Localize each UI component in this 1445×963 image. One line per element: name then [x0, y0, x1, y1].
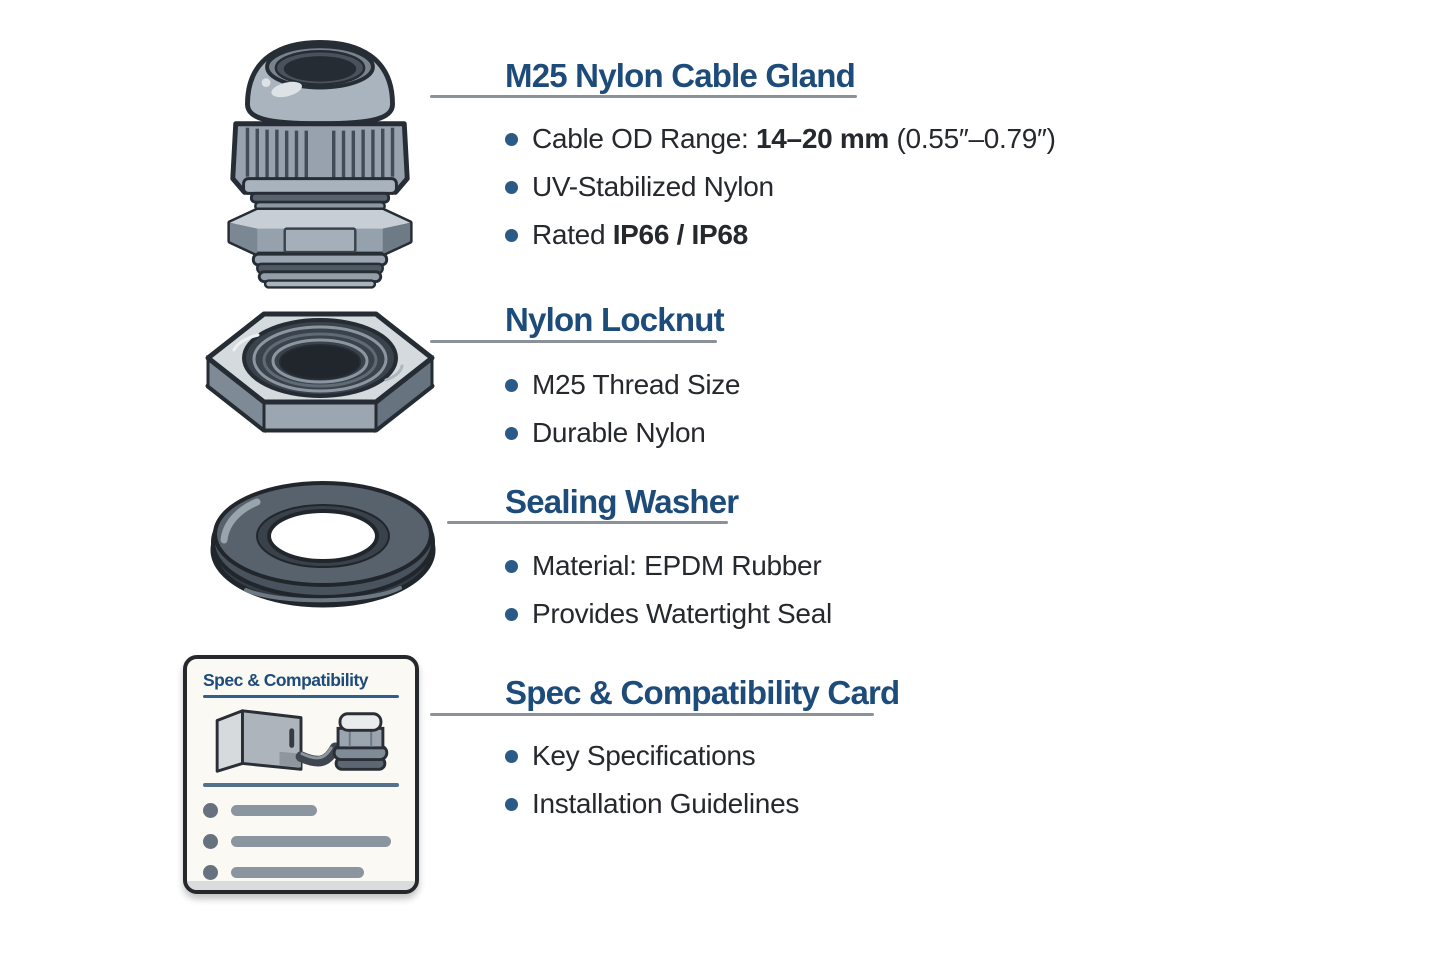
bullet-item: Installation Guidelines: [505, 780, 799, 828]
bullet-item: M25 Thread Size: [505, 361, 741, 409]
bullet-dot: [505, 797, 518, 811]
bullet-dot: [505, 607, 518, 621]
spec-card-mini-illustration: [215, 709, 389, 773]
placeholder-text-bar: [231, 836, 391, 847]
bullet-item: Rated IP66 / IP68: [505, 211, 1056, 259]
enclosure-box-icon: [215, 709, 303, 773]
bullet-list-cable-gland: Cable OD Range: 14–20 mm (0.55″–0.79″) U…: [505, 115, 1056, 259]
spec-card-divider: [203, 783, 399, 787]
bullet-text: Installation Guidelines: [532, 788, 800, 819]
bullet-text: UV-Stabilized Nylon: [532, 171, 774, 202]
leader-line-sealing-washer: [447, 521, 728, 524]
cable-gland-illustration: [227, 39, 413, 289]
bullet-text: Provides Watertight Seal: [532, 598, 832, 629]
placeholder-text-bar: [231, 867, 364, 878]
bullet-dot: [505, 749, 518, 763]
spec-card-placeholder-row: [203, 834, 399, 849]
spec-card-bottom-shading: [187, 881, 415, 890]
spec-card-placeholder-row: [203, 865, 399, 880]
bullet-text: Material: EPDM Rubber: [532, 550, 822, 581]
spec-card-title-underline: [203, 695, 399, 698]
bullet-item: Key Specifications: [505, 732, 799, 780]
bullet-dot: [505, 378, 518, 392]
section-title-cable-gland: M25 Nylon Cable Gland: [505, 57, 856, 94]
bullet-text: Rated IP66 / IP68: [532, 219, 748, 250]
section-title-spec-card: Spec & Compatibility Card: [505, 674, 900, 711]
placeholder-bullet-dot: [203, 803, 218, 818]
bullet-text: Key Specifications: [532, 740, 756, 771]
bullet-list-locknut: M25 Thread Size Durable Nylon: [505, 361, 741, 457]
bullet-item: UV-Stabilized Nylon: [505, 163, 1056, 211]
bullet-text: Cable OD Range: 14–20 mm (0.55″–0.79″): [532, 123, 1056, 154]
bullet-text: Durable Nylon: [532, 417, 706, 448]
section-title-sealing-washer: Sealing Washer: [505, 483, 739, 520]
leader-line-locknut: [430, 340, 717, 343]
leader-line-cable-gland: [430, 95, 857, 98]
bullet-dot: [505, 180, 518, 194]
mini-gland-icon: [332, 712, 389, 771]
spec-card: Spec & Compatibility: [183, 655, 419, 894]
bullet-list-sealing-washer: Material: EPDM Rubber Provides Watertigh…: [505, 542, 832, 638]
placeholder-text-bar: [231, 805, 317, 816]
bullet-text: M25 Thread Size: [532, 369, 741, 400]
bullet-dot: [505, 559, 518, 573]
placeholder-bullet-dot: [203, 834, 218, 849]
leader-line-spec-card: [430, 713, 874, 716]
section-title-locknut: Nylon Locknut: [505, 301, 725, 338]
spec-card-placeholder-row: [203, 803, 399, 818]
bullet-dot: [505, 132, 518, 146]
bullet-item: Cable OD Range: 14–20 mm (0.55″–0.79″): [505, 115, 1056, 163]
bullet-list-spec-card: Key Specifications Installation Guidelin…: [505, 732, 799, 828]
bullet-dot: [505, 426, 518, 440]
spec-card-title: Spec & Compatibility: [203, 670, 369, 690]
placeholder-bullet-dot: [203, 865, 218, 880]
locknut-illustration: [205, 311, 435, 434]
bullet-dot: [505, 228, 518, 242]
bullet-item: Material: EPDM Rubber: [505, 542, 832, 590]
cable-icon: [295, 742, 341, 767]
bullet-item: Durable Nylon: [505, 409, 740, 457]
sealing-washer-illustration: [210, 481, 436, 608]
bullet-item: Provides Watertight Seal: [505, 590, 832, 638]
